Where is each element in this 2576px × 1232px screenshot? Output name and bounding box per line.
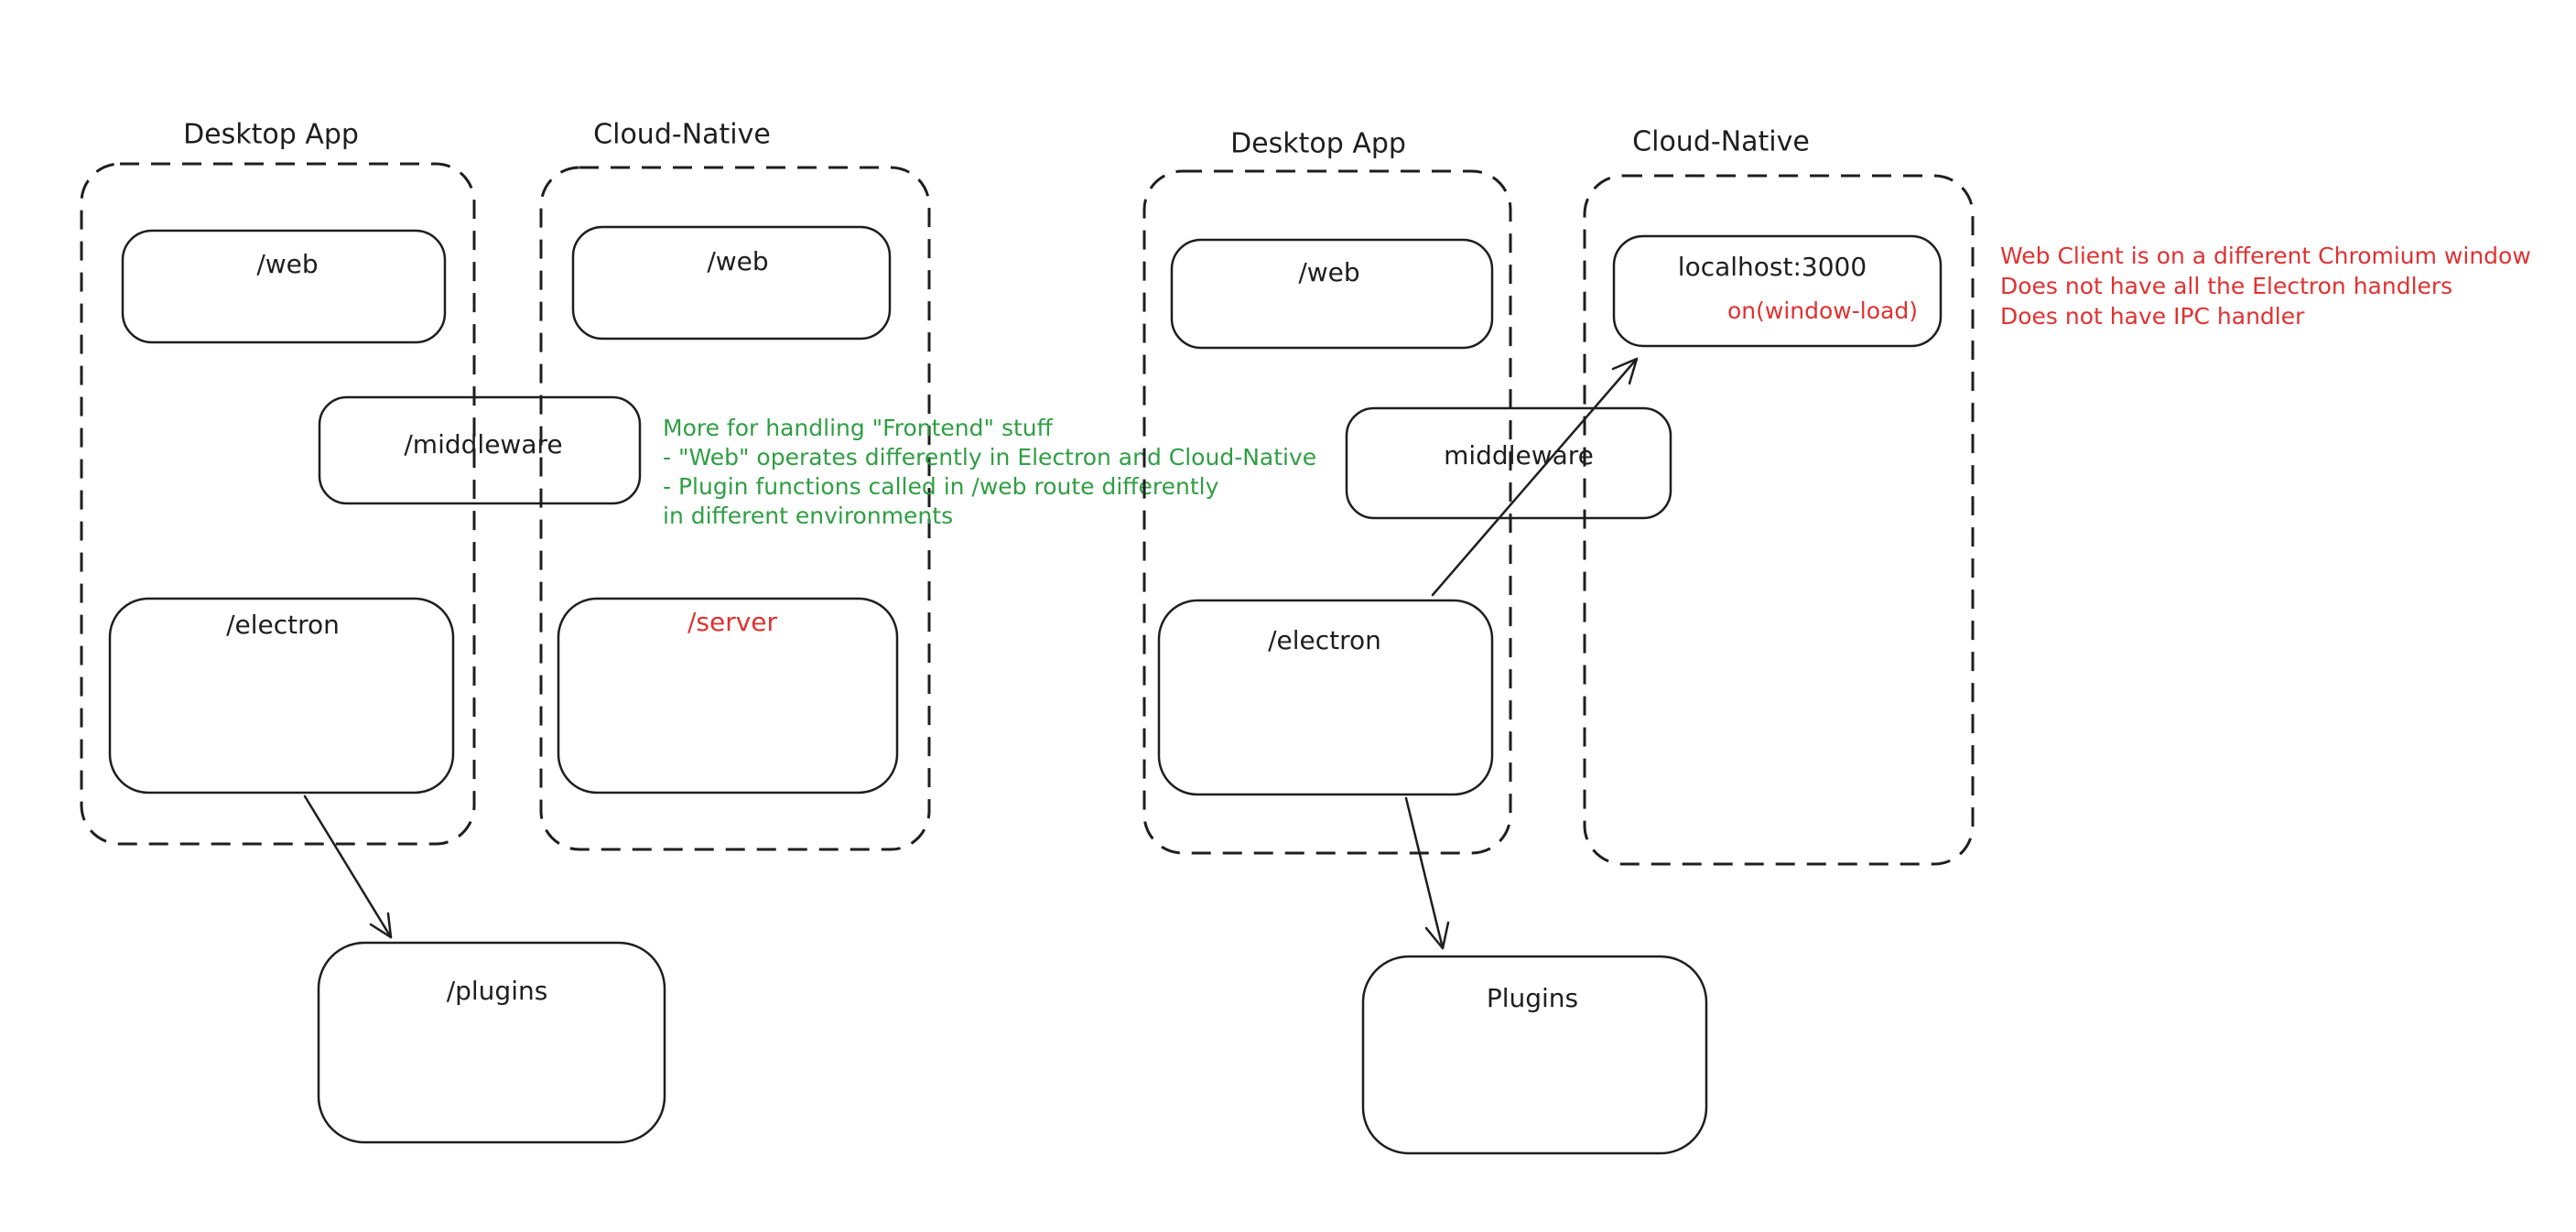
green-note-line-3: - Plugin functions called in /web route …	[663, 473, 1219, 500]
right-electron-label: /electron	[1268, 625, 1381, 655]
right-web-box[interactable]: /web	[1170, 238, 1494, 350]
right-desktop-container[interactable]	[1142, 169, 1512, 855]
left-electron-to-plugins-arrowhead	[369, 912, 393, 939]
left-diagram: Desktop App Cloud-Native /web /web /midd…	[80, 119, 1316, 1144]
left-web-desktop-box[interactable]: /web	[121, 229, 447, 344]
red-note-line-3: Does not have IPC handler	[2000, 303, 2305, 330]
right-middleware-outline	[1345, 406, 1672, 520]
right-middleware-label: middleware	[1444, 440, 1594, 470]
left-green-note[interactable]: More for handling "Frontend" stuff - "We…	[663, 415, 1316, 529]
left-web-desktop-outline	[121, 229, 447, 344]
right-plugins-outline	[1361, 955, 1708, 1155]
right-cloud-container-title[interactable]: Cloud-Native	[1632, 126, 1810, 158]
left-web-cloud-outline	[571, 225, 892, 340]
left-web-cloud-label: /web	[707, 246, 768, 276]
left-web-cloud-box[interactable]: /web	[571, 225, 892, 340]
right-electron-to-plugins-arrow[interactable]	[1404, 796, 1450, 950]
left-electron-to-plugins-arrow[interactable]	[303, 794, 393, 939]
left-plugins-box[interactable]: /plugins	[317, 941, 666, 1144]
left-middleware-box[interactable]: /middleware	[318, 395, 642, 505]
right-electron-to-localhost-arrow-line	[1431, 357, 1639, 597]
left-server-box[interactable]: /server	[557, 597, 899, 794]
right-web-outline	[1170, 238, 1494, 350]
left-desktop-container[interactable]	[80, 162, 476, 846]
left-electron-to-plugins-arrow-line	[303, 794, 393, 939]
right-red-note[interactable]: Web Client is on a different Chromium wi…	[2000, 243, 2531, 330]
left-plugins-label: /plugins	[447, 976, 548, 1006]
right-diagram: Desktop App Cloud-Native /web localhost:…	[1142, 126, 2531, 1155]
right-electron-to-plugins-arrowhead	[1424, 921, 1450, 950]
right-electron-to-plugins-arrow-line	[1404, 796, 1445, 950]
right-desktop-container-outline	[1142, 169, 1512, 855]
left-cloud-container[interactable]	[539, 166, 931, 851]
left-desktop-container-title[interactable]: Desktop App	[183, 119, 359, 151]
right-electron-to-localhost-arrowhead	[1611, 357, 1639, 385]
right-electron-box[interactable]: /electron	[1157, 599, 1494, 796]
right-web-label: /web	[1298, 257, 1359, 287]
right-localhost-box[interactable]: localhost:3000 on(window-load)	[1612, 234, 1943, 348]
right-middleware-box[interactable]: middleware	[1345, 406, 1672, 520]
right-plugins-box[interactable]: Plugins	[1361, 955, 1708, 1155]
right-plugins-label: Plugins	[1487, 983, 1578, 1013]
right-cloud-container[interactable]	[1583, 174, 1975, 866]
left-electron-label: /electron	[226, 610, 340, 640]
right-localhost-label: localhost:3000	[1678, 252, 1867, 282]
left-server-label: /server	[687, 607, 778, 637]
left-cloud-container-outline	[539, 166, 931, 851]
right-cloud-container-outline	[1583, 174, 1975, 866]
right-window-load-label: on(window-load)	[1727, 297, 1918, 324]
red-note-line-1: Web Client is on a different Chromium wi…	[2000, 243, 2531, 269]
green-note-line-1: More for handling "Frontend" stuff	[663, 415, 1054, 441]
right-electron-outline	[1157, 599, 1494, 796]
left-electron-outline	[108, 597, 455, 794]
right-desktop-container-title[interactable]: Desktop App	[1230, 128, 1406, 160]
left-electron-box[interactable]: /electron	[108, 597, 455, 794]
left-middleware-label: /middleware	[404, 429, 562, 459]
red-note-line-2: Does not have all the Electron handlers	[2000, 273, 2452, 299]
left-server-outline	[557, 597, 899, 794]
left-web-desktop-label: /web	[256, 249, 318, 279]
green-note-line-4: in different environments	[663, 503, 953, 529]
right-electron-to-localhost-arrow[interactable]	[1431, 357, 1639, 597]
left-middleware-outline	[318, 395, 642, 505]
left-desktop-container-outline	[80, 162, 476, 846]
left-plugins-outline	[317, 941, 666, 1144]
left-cloud-container-title[interactable]: Cloud-Native	[593, 119, 771, 151]
right-localhost-outline	[1612, 234, 1943, 348]
green-note-line-2: - "Web" operates differently in Electron…	[663, 444, 1316, 470]
